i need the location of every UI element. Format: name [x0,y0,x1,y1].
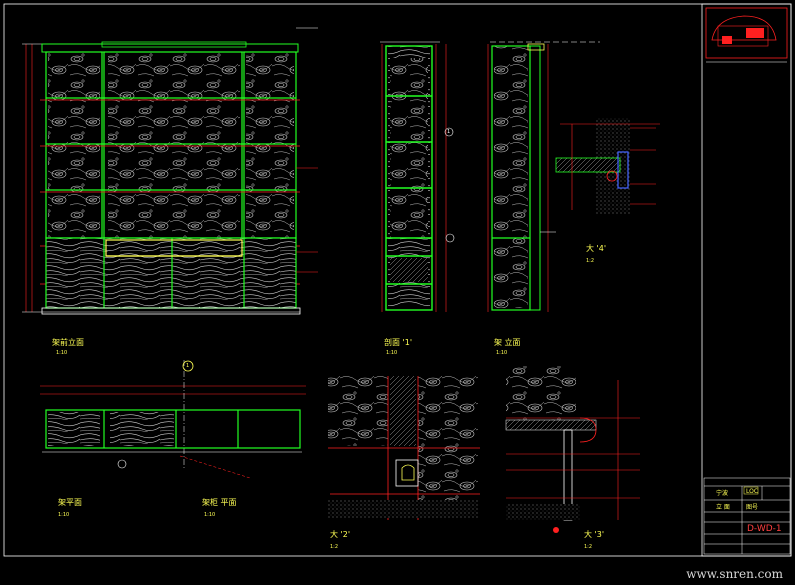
title-block-row1-b: LOC [746,488,759,495]
section-1-marker: 1 [447,129,451,135]
section-1-scale: 1:10 [386,350,398,356]
title-strip [701,3,792,557]
detail-2-scale: 1:2 [330,544,339,550]
title-block-row2-b: 图号 [746,504,759,511]
plan2-title: 架柜 平面 [202,498,237,507]
title-block-row2-a: 立 面 [716,504,730,511]
detail-3-title: 大 '3' [584,530,605,539]
front-elevation-title: 架前立面 [52,338,84,347]
detail-2-drawing [328,376,480,520]
side-elevation-scale: 1:10 [496,350,508,356]
logo-mark [711,15,777,41]
side-elevation-title: 架 立面 [494,338,521,347]
plan-title: 架平面 [58,498,82,507]
detail-4-scale: 1:2 [586,258,595,264]
plan-scale: 1:10 [58,512,70,518]
front-elevation-scale: 1:10 [56,350,68,356]
side-elevation-drawing [487,41,600,312]
detail-3-drawing [505,366,640,533]
watermark: www.snren.com [686,567,783,581]
detail-2-title: 大 '2' [330,530,351,539]
plan-drawing [40,360,306,479]
logo-frame [705,7,788,59]
drawing-number: D-WD-1 [747,524,782,534]
plan-section-marker: 1 [186,363,190,369]
front-elevation-drawing [22,27,318,315]
title-block-row1-a: 宁波 [716,490,729,497]
section-1-drawing [380,41,455,312]
title-block [703,477,791,555]
detail-3-scale: 1:2 [584,544,593,550]
plan2-scale: 1:10 [204,512,216,518]
detail-4-drawing [555,118,660,214]
section-1-title: 剖面 '1' [384,338,413,347]
detail-4-title: 大 '4' [586,244,607,253]
